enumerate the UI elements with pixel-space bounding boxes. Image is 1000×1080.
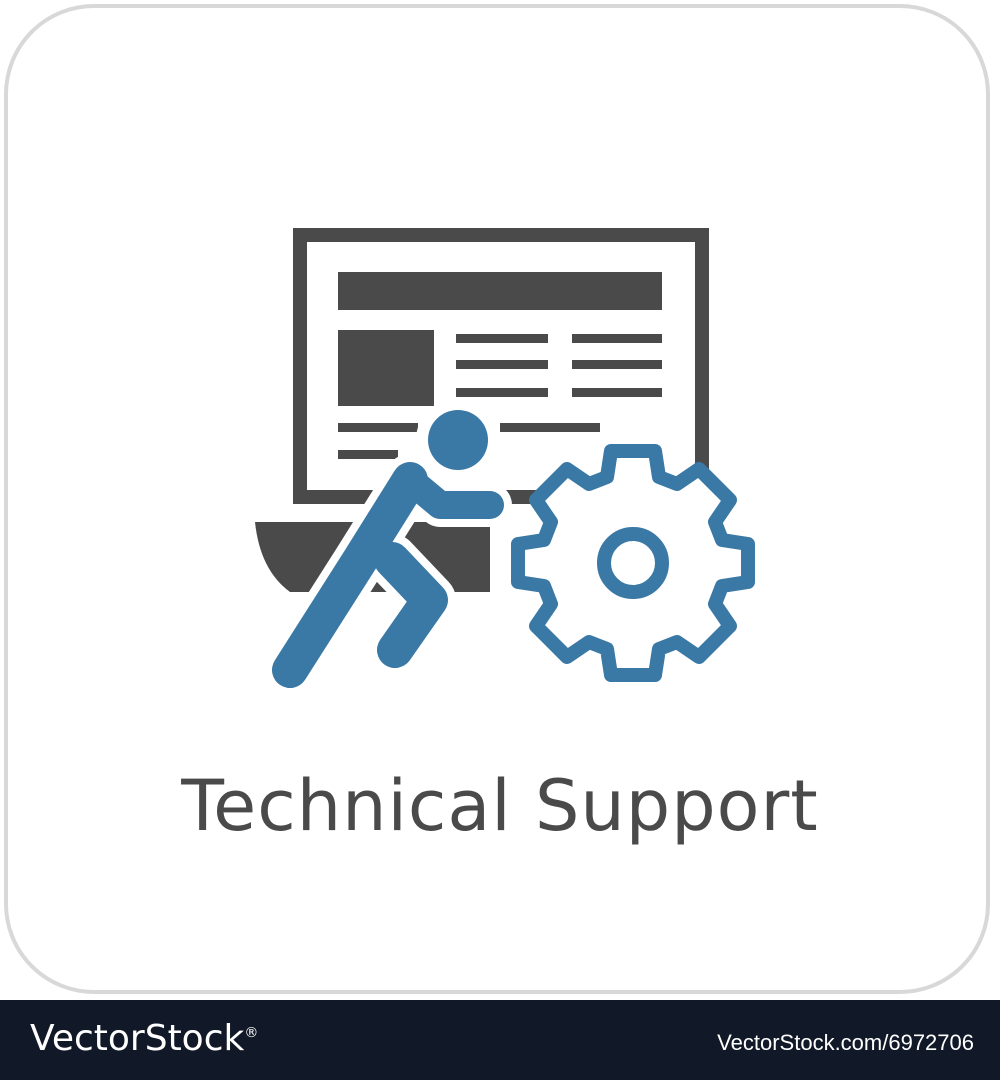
person-icon <box>272 410 504 688</box>
registered-mark: ® <box>244 1025 259 1041</box>
gear-icon <box>511 444 755 682</box>
image-id-text: VectorStock.com/6972706 <box>717 1030 974 1055</box>
footer-bar: VectorStock® VectorStock.com/6972706 <box>0 1000 1000 1080</box>
technical-support-icon <box>255 228 755 696</box>
brand-name: VectorStock <box>30 1018 245 1059</box>
page-title: Technical Support <box>181 765 819 847</box>
brand-logo: VectorStock® <box>30 1018 258 1059</box>
